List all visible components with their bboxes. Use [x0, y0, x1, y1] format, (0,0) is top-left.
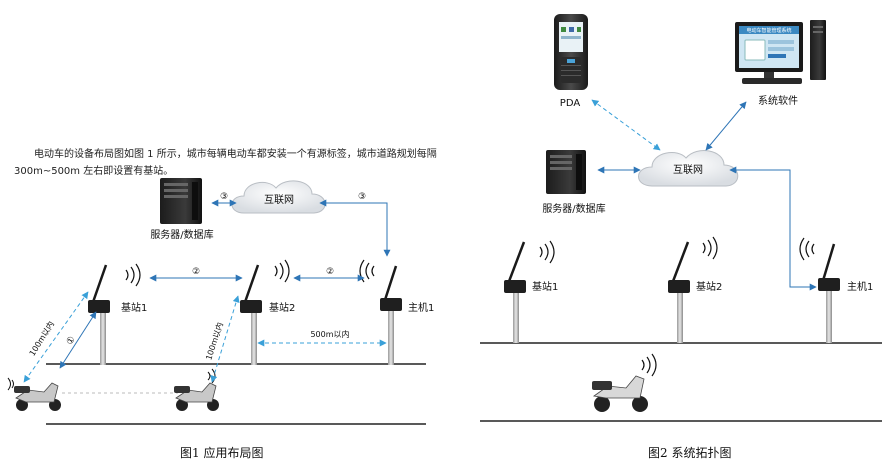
fig1-range-left-dashed [23, 291, 89, 383]
intro-line2: 300m~500m 左右即设置有基站。 [14, 166, 174, 177]
fig1-range-mid-label: 100m以内 [203, 321, 225, 361]
fig2-pda-label: PDA [560, 98, 581, 109]
fig2-caption: 图2 系统拓扑图 [648, 446, 732, 460]
fig2-scooter-icon [592, 353, 657, 412]
fig1-scooter-right-icon [174, 368, 219, 411]
fig2-software-label: 系统软件 [758, 94, 798, 107]
fig2-screen-title: 电动车智能管理系统 [746, 27, 791, 34]
fig1-range-left-label: 100m以内 [27, 319, 56, 357]
fig1-station2-label: 基站2 [269, 301, 295, 314]
fig1-server-icon [160, 178, 202, 224]
fig1-link-cloud-host [319, 199, 391, 257]
intro-paragraph: 电动车的设备布局图如图 1 所示，城市每辆电动车都安装一个有源标签，城市道路规划… [14, 146, 454, 180]
fig1-range-mid-dashed [210, 295, 240, 383]
fig2-cloud-label: 互联网 [673, 164, 703, 176]
fig2-station2-icon [668, 236, 718, 343]
fig1-host-icon [359, 259, 402, 365]
fig2-host-icon [799, 237, 840, 343]
fig2-link-software-cloud [705, 101, 747, 151]
fig1-host-label: 主机1 [408, 301, 434, 314]
fig2-diagram: 电动车智能管理系统 [480, 14, 882, 422]
fig1-station1-icon [88, 263, 141, 365]
fig2-server-icon [546, 150, 586, 194]
fig1-step2-left: ② [192, 267, 200, 277]
fig2-link-cloud-host [729, 166, 817, 291]
fig1-spacing-label: 500m以内 [310, 329, 349, 339]
fig1-step1: ① [65, 335, 78, 347]
fig1-caption: 图1 应用布局图 [180, 446, 264, 460]
fig1-station2-icon [240, 259, 290, 365]
fig1-scooter-left-icon [7, 377, 61, 411]
fig1-station1-label: 基站1 [121, 301, 147, 314]
fig2-station1-label: 基站1 [532, 280, 558, 293]
fig2-station1-icon [504, 240, 555, 343]
fig2-link-pda-cloud [591, 99, 661, 151]
fig2-computer-icon: 电动车智能管理系统 [735, 20, 826, 84]
intro-line1: 电动车的设备布局图如图 1 所示，城市每辆电动车都安装一个有源标签，城市道路规划… [34, 149, 437, 160]
fig2-server-label: 服务器/数据库 [542, 202, 605, 215]
fig1-step3-right: ③ [358, 192, 366, 202]
fig1-diagram: 互联网 ③ ③ ② ② ① 100m以内 100m以内 500m以内 服务器/数… [7, 178, 434, 425]
fig2-host-label: 主机1 [847, 280, 873, 293]
fig2-pda-icon [554, 14, 588, 90]
fig1-step3-left: ③ [220, 192, 228, 202]
fig1-server-label: 服务器/数据库 [150, 228, 213, 241]
fig1-cloud-label: 互联网 [264, 194, 294, 206]
fig1-step2-right: ② [326, 267, 334, 277]
fig2-station2-label: 基站2 [696, 280, 722, 293]
